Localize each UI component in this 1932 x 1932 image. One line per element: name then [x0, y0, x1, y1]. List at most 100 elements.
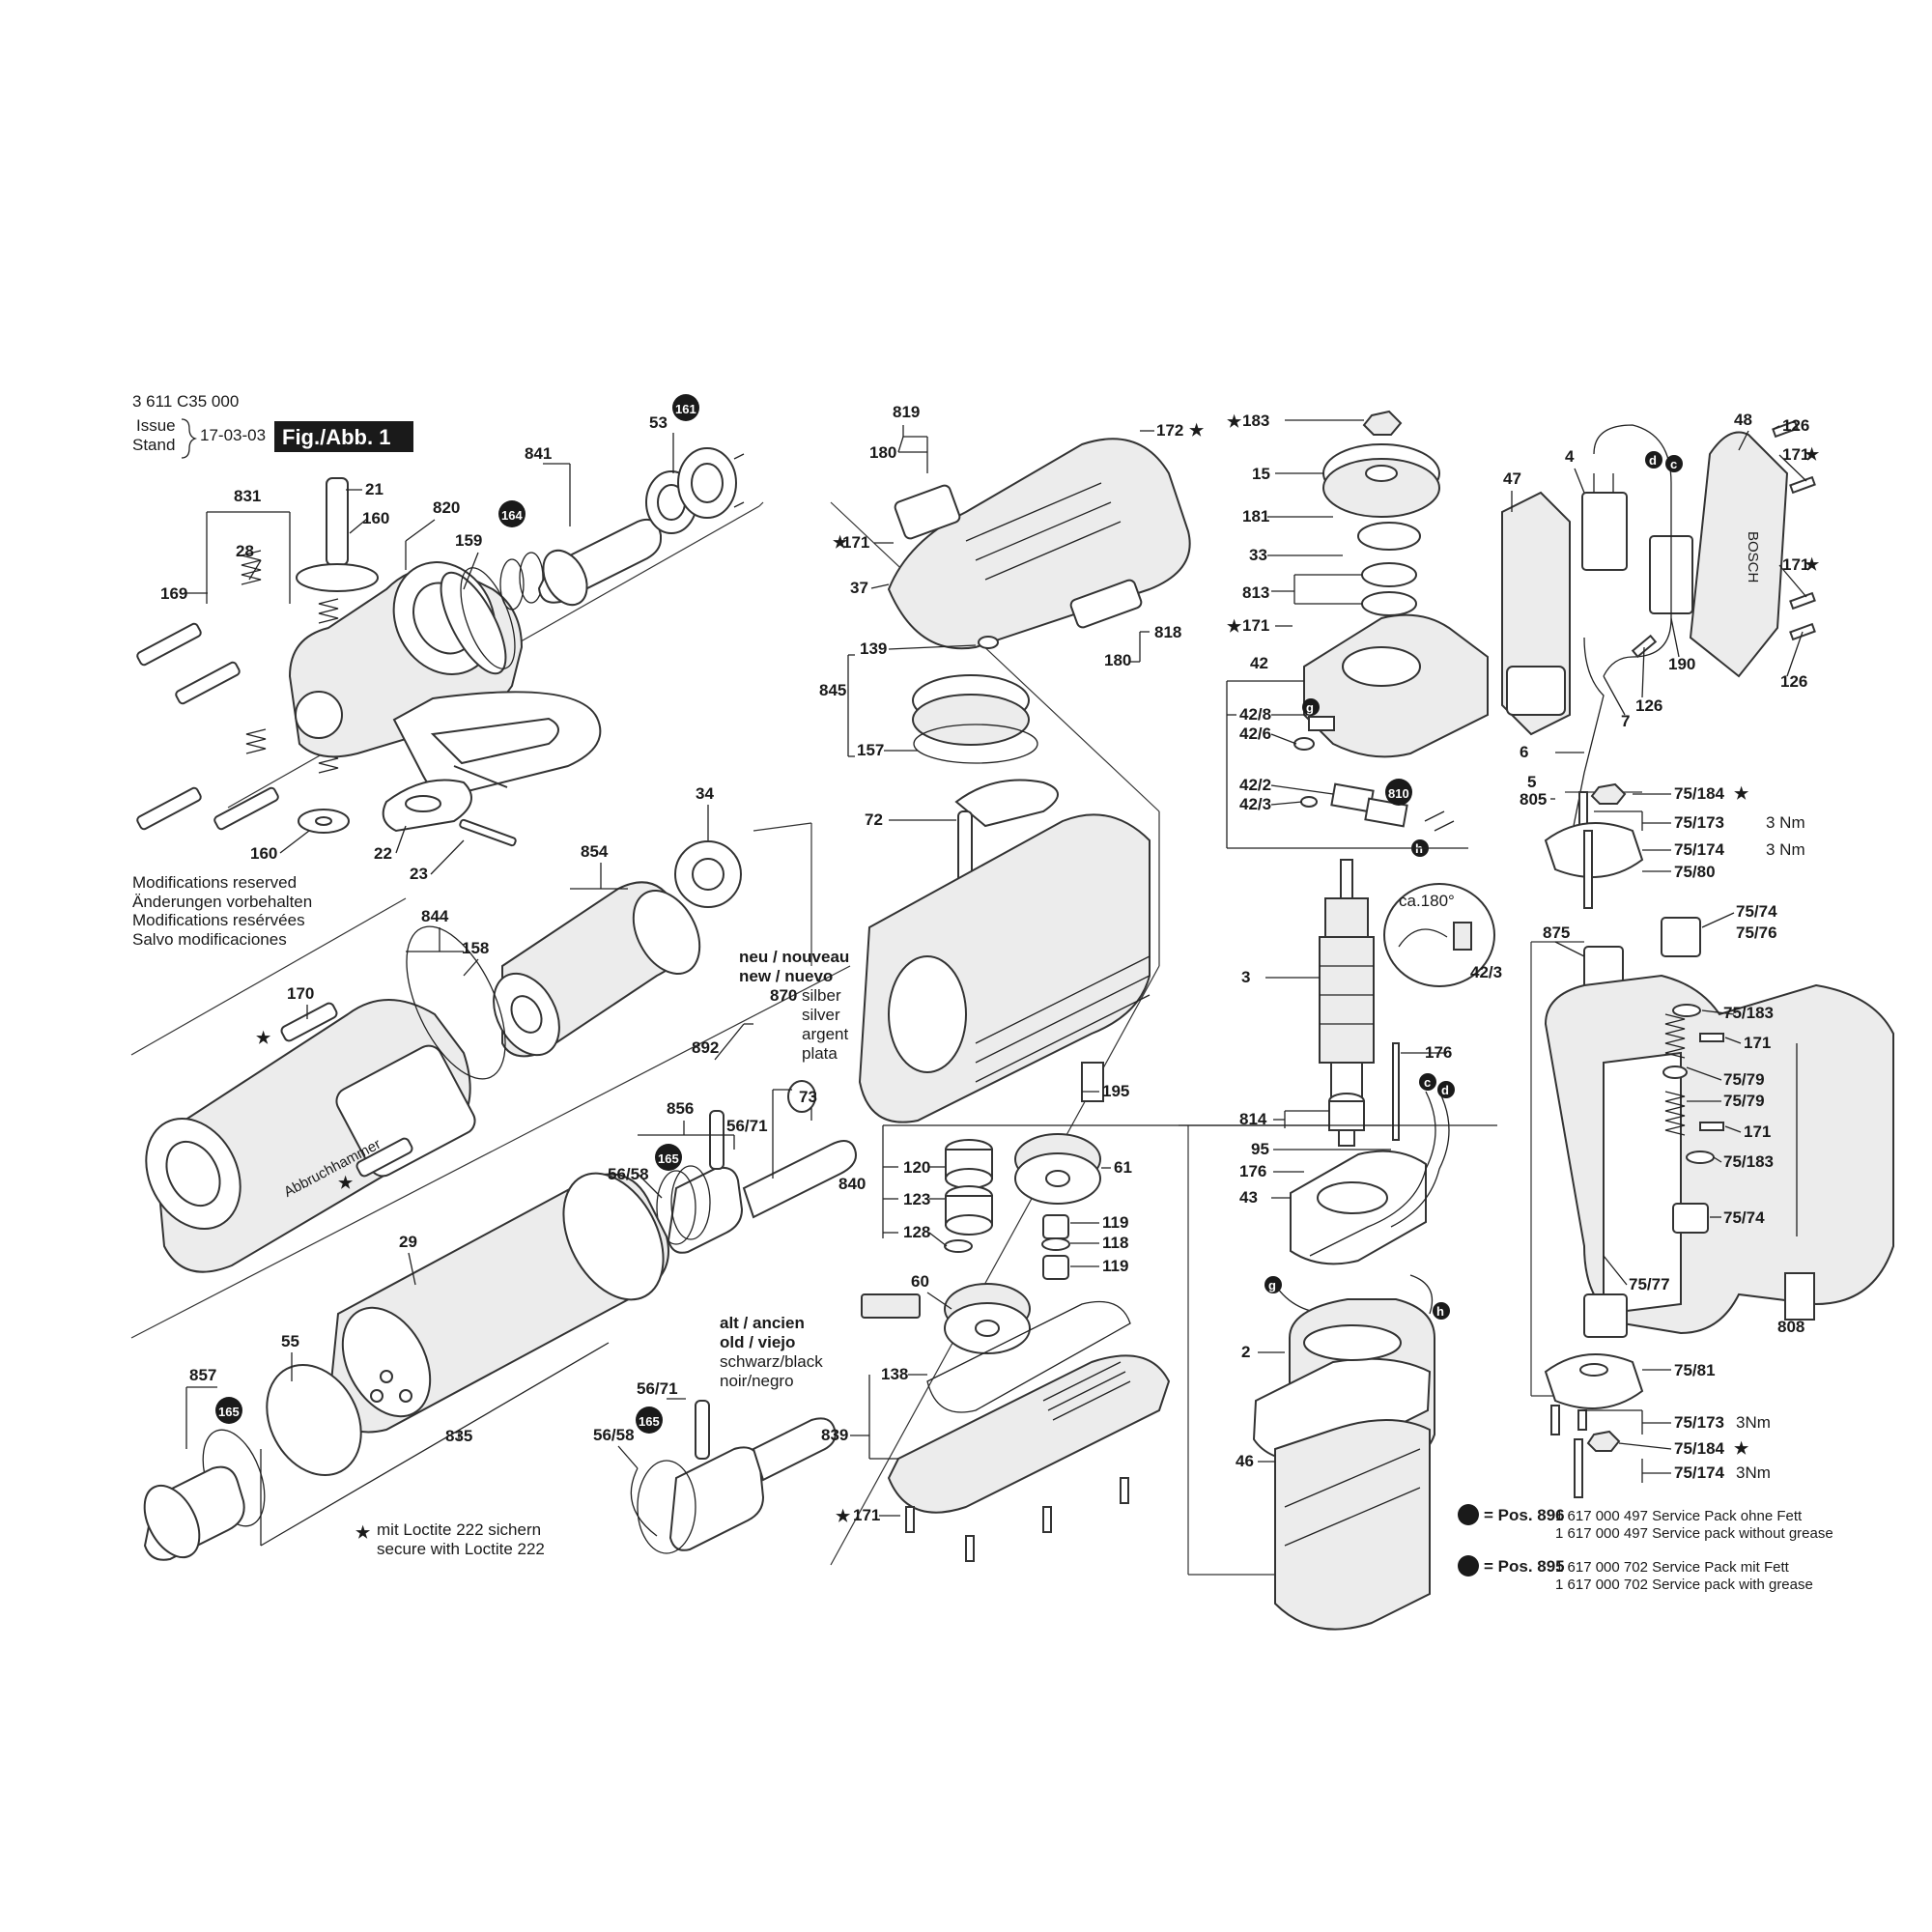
svg-text:★: ★	[1189, 421, 1205, 440]
svg-text:Änderungen vorbehalten: Änderungen vorbehalten	[132, 893, 312, 911]
bearing-123	[945, 1185, 993, 1236]
svg-text:857: 857	[189, 1366, 216, 1384]
svg-text:176: 176	[1239, 1162, 1266, 1180]
star-markers: ★ ★ ★ ★ ★ ★ ★ ★ ★ ★ ★ ★	[256, 412, 1820, 1542]
nut-75-184	[1590, 782, 1627, 805]
svg-text:d: d	[1441, 1083, 1449, 1097]
issue-label-en: Issue	[136, 416, 176, 435]
handle-lever	[392, 691, 602, 797]
svg-text:840: 840	[838, 1175, 866, 1193]
switch-lever-22	[382, 779, 517, 847]
svg-text:126: 126	[1782, 416, 1809, 435]
svg-text:875: 875	[1543, 923, 1570, 942]
svg-text:171: 171	[1782, 445, 1809, 464]
issue-brace	[181, 418, 198, 459]
badge-164: 164	[501, 508, 523, 523]
svg-text:1 617 000 702 Service pack wit: 1 617 000 702 Service pack with grease	[1555, 1577, 1813, 1593]
ring-165-a	[656, 1165, 711, 1245]
switch-housing-47	[1501, 491, 1571, 736]
svg-text:120: 120	[903, 1158, 930, 1177]
bushing-75-80	[1544, 822, 1644, 909]
svg-text:28: 28	[236, 542, 254, 560]
svg-text:56/71: 56/71	[637, 1379, 678, 1398]
leaders-right	[1226, 419, 1807, 1483]
svg-text:128: 128	[903, 1223, 930, 1241]
rings-164	[499, 552, 544, 611]
diaphragm-845	[912, 636, 1038, 764]
svg-text:3 Nm: 3 Nm	[1766, 813, 1805, 832]
svg-text:h: h	[1436, 1304, 1444, 1319]
svg-text:★: ★	[1227, 617, 1242, 636]
svg-text:819: 819	[893, 403, 920, 421]
top-cover-37	[887, 438, 1191, 650]
svg-text:160: 160	[362, 509, 389, 527]
part-number: 3 611 C35 000	[132, 392, 239, 411]
plate-819	[894, 484, 961, 540]
svg-text:856: 856	[667, 1099, 694, 1118]
svg-text:42/6: 42/6	[1239, 724, 1271, 743]
issue-label-de: Stand	[132, 436, 175, 454]
svg-text:old / viejo: old / viejo	[720, 1333, 795, 1351]
piston-856	[667, 1080, 857, 1254]
svg-text:Modifications reserved: Modifications reserved	[132, 873, 297, 892]
svg-text:813: 813	[1242, 583, 1269, 602]
svg-text:neu / nouveau: neu / nouveau	[739, 948, 849, 966]
svg-text:secure with Loctite 222: secure with Loctite 222	[377, 1540, 545, 1558]
bearing-813	[1357, 522, 1421, 616]
screw-176	[1392, 1042, 1400, 1141]
svg-text:23: 23	[410, 865, 428, 883]
svg-text:42/3: 42/3	[1239, 795, 1271, 813]
svg-text:48: 48	[1734, 411, 1752, 429]
svg-text:★: ★	[1804, 445, 1820, 464]
gear-61	[1014, 1133, 1101, 1205]
svg-text:190: 190	[1668, 655, 1695, 673]
svg-text:61: 61	[1114, 1158, 1132, 1177]
svg-text:Salvo modificaciones: Salvo modificaciones	[132, 930, 287, 949]
center-frame-lines	[830, 501, 1160, 1566]
svg-text:119: 119	[1102, 1257, 1128, 1275]
svg-text:75/74: 75/74	[1723, 1208, 1765, 1227]
svg-text:★: ★	[1734, 1439, 1749, 1458]
spring-75-79	[1662, 1013, 1688, 1136]
svg-text:55: 55	[281, 1332, 299, 1350]
badge-810: 810	[1388, 786, 1409, 801]
bottom-cover-839	[887, 1300, 1171, 1514]
svg-text:2: 2	[1241, 1343, 1250, 1361]
svg-text:72: 72	[865, 810, 883, 829]
svg-text:839: 839	[821, 1426, 848, 1444]
badge-165-a: 165	[658, 1151, 679, 1166]
svg-text:75/184: 75/184	[1674, 1439, 1725, 1458]
old-version-note: alt / ancien old / viejo schwarz/black n…	[720, 1314, 823, 1390]
svg-text:171: 171	[1744, 1122, 1771, 1141]
svg-text:29: 29	[399, 1233, 417, 1251]
svg-text:75/183: 75/183	[1723, 1004, 1774, 1022]
svg-text:3 Nm: 3 Nm	[1766, 840, 1805, 859]
field-coil-43	[1290, 1150, 1427, 1265]
callouts-right: 183 15 181 33 813 171 42 42/8 42/6 42/2 …	[1236, 411, 1809, 1482]
svg-text:814: 814	[1239, 1110, 1267, 1128]
svg-text:171: 171	[853, 1506, 880, 1524]
screws-171-bottom	[905, 1477, 1129, 1562]
letter-tags: d c g h c d g h	[1264, 451, 1683, 1320]
svg-text:75/80: 75/80	[1674, 863, 1716, 881]
svg-text:75/183: 75/183	[1723, 1152, 1774, 1171]
svg-text:★: ★	[338, 1174, 354, 1192]
svg-text:alt / ancien: alt / ancien	[720, 1314, 805, 1332]
svg-text:1 617 000 497 Service Pack ohn: 1 617 000 497 Service Pack ohne Fett	[1555, 1508, 1803, 1524]
label-195	[1081, 1062, 1104, 1102]
svg-text:892: 892	[692, 1038, 719, 1057]
svg-text:118: 118	[1102, 1234, 1128, 1252]
svg-text:★: ★	[1227, 412, 1242, 431]
svg-text:42/3: 42/3	[1470, 963, 1502, 981]
svg-text:34: 34	[696, 784, 714, 803]
handle-half-48: BOSCH	[1689, 431, 1789, 678]
svg-text:★: ★	[1804, 555, 1820, 574]
nut-183	[1362, 410, 1403, 436]
svg-text:180: 180	[1104, 651, 1131, 669]
svg-text:169: 169	[160, 584, 187, 603]
screw-169	[136, 622, 279, 831]
svg-text:820: 820	[433, 498, 460, 517]
svg-text:new / nuevo: new / nuevo	[739, 967, 833, 985]
ring-159	[460, 567, 516, 669]
svg-text:★: ★	[833, 533, 848, 552]
